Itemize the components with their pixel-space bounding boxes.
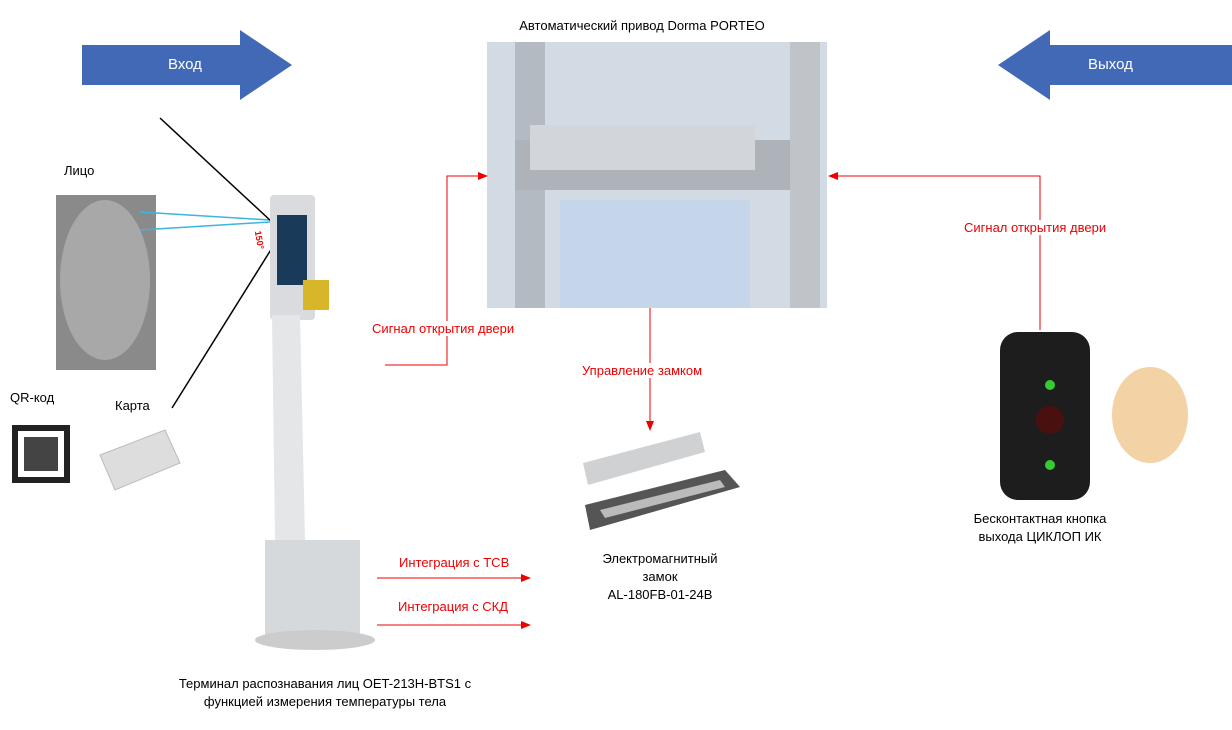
card-label: Карта [115,398,150,413]
skd-label: Интеграция с СКД [398,599,508,614]
card-image [99,429,181,491]
entry-arrow [82,30,292,100]
terminal-caption-line: функцией измерения температуры тела [203,694,447,709]
qr-label: QR-код [10,390,55,405]
button-caption-line: выхода ЦИКЛОП ИК [978,529,1102,544]
face-label: Лицо [64,163,95,178]
face-image [56,195,156,370]
tsv-label: Интеграция с ТСВ [399,555,510,570]
exit-arrow [998,30,1232,100]
lock-image [583,432,740,530]
button-caption-line: Бесконтактная кнопка [973,511,1107,526]
signal-left-label: Сигнал открытия двери [372,321,515,336]
lock-caption-line: замок [642,569,678,584]
terminal-caption-line: Терминал распознавания лиц OET-213H-BTS1… [178,676,472,691]
lock-control-label: Управление замком [582,363,703,378]
door-drive-title: Автоматический привод Dorma PORTEO [519,18,765,33]
lock-caption-line: AL-180FB-01-24B [607,587,713,602]
terminal-caption: Терминал распознавания лиц OET-213H-BTS1… [150,675,500,711]
signal-right-label: Сигнал открытия двери [964,220,1107,235]
signal-right-line [828,172,1041,330]
button-caption: Бесконтактная кнопка выхода ЦИКЛОП ИК [955,510,1125,546]
signal-left-line [385,172,488,366]
exit-button-image [1000,332,1188,500]
exit-label: Выход [1088,56,1133,73]
lock-caption-line: Электромагнитный [602,551,718,566]
entry-label: Вход [168,56,202,73]
qr-code-image [12,425,70,483]
door-drive-image [487,42,827,308]
terminal-image [255,195,375,650]
